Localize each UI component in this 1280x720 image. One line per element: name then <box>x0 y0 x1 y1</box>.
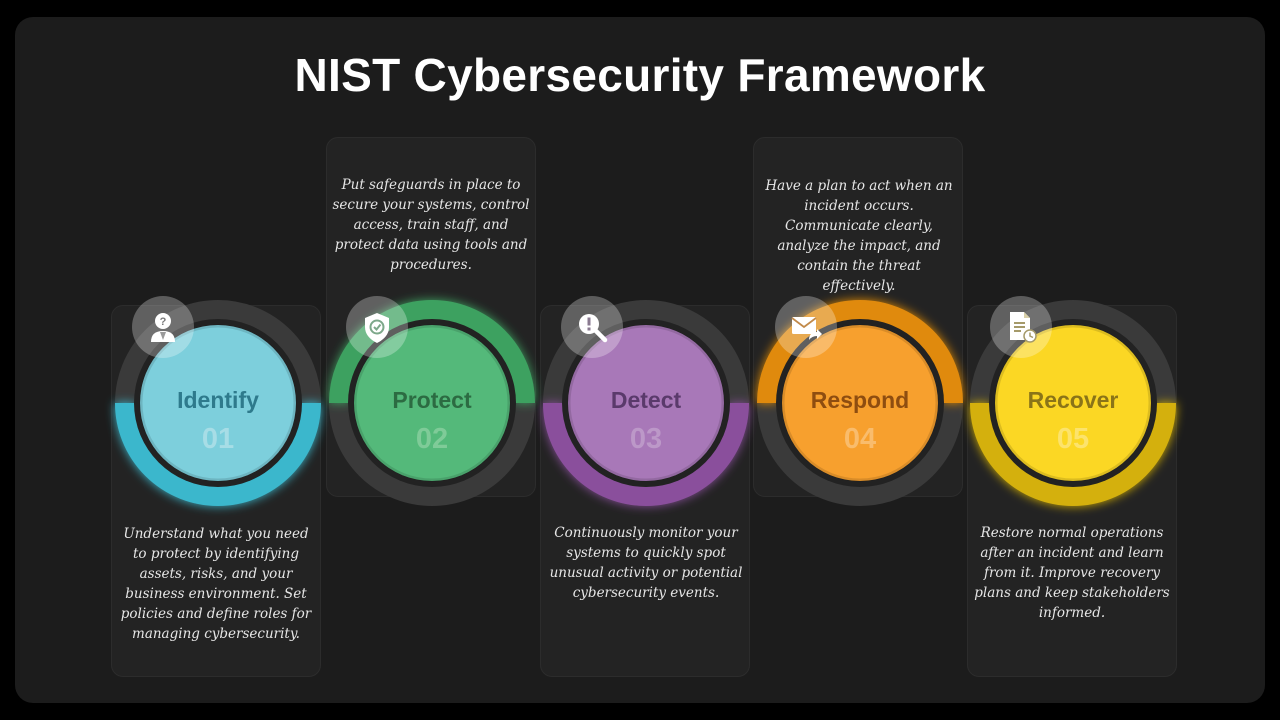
shield-check-icon <box>346 296 408 358</box>
magnifier-alert-icon <box>561 296 623 358</box>
description-recover: Restore normal operations after an incid… <box>974 525 1170 621</box>
step-name-identify: Identify <box>177 387 259 413</box>
step-name-respond: Respond <box>810 387 910 413</box>
svg-text:?: ? <box>160 316 167 328</box>
document-restore-icon <box>990 296 1052 358</box>
step-number-identify: 01 <box>201 423 235 455</box>
description-detect: Continuously monitor your systems to qui… <box>549 525 743 601</box>
step-ring-recover <box>970 300 1176 506</box>
step-name-recover: Recover <box>1027 387 1119 413</box>
user-question-icon: ? <box>132 296 194 358</box>
page-title: NIST Cybersecurity Framework <box>294 49 986 101</box>
description-protect: Put safeguards in place to secure your s… <box>332 177 530 273</box>
step-number-detect: 03 <box>629 423 663 455</box>
step-number-respond: 04 <box>843 423 877 455</box>
step-ring-respond <box>757 300 963 506</box>
step-number-recover: 05 <box>1056 423 1090 455</box>
mail-reply-icon <box>775 296 837 358</box>
step-ring-protect <box>329 300 535 506</box>
description-respond: Have a plan to act when an incident occu… <box>765 178 953 294</box>
step-name-protect: Protect <box>392 387 472 413</box>
description-identify: Understand what you need to protect by i… <box>120 526 312 642</box>
step-ring-detect <box>543 300 749 506</box>
step-name-detect: Detect <box>610 387 682 413</box>
step-number-protect: 02 <box>415 423 449 455</box>
step-ring-identify <box>115 300 321 506</box>
